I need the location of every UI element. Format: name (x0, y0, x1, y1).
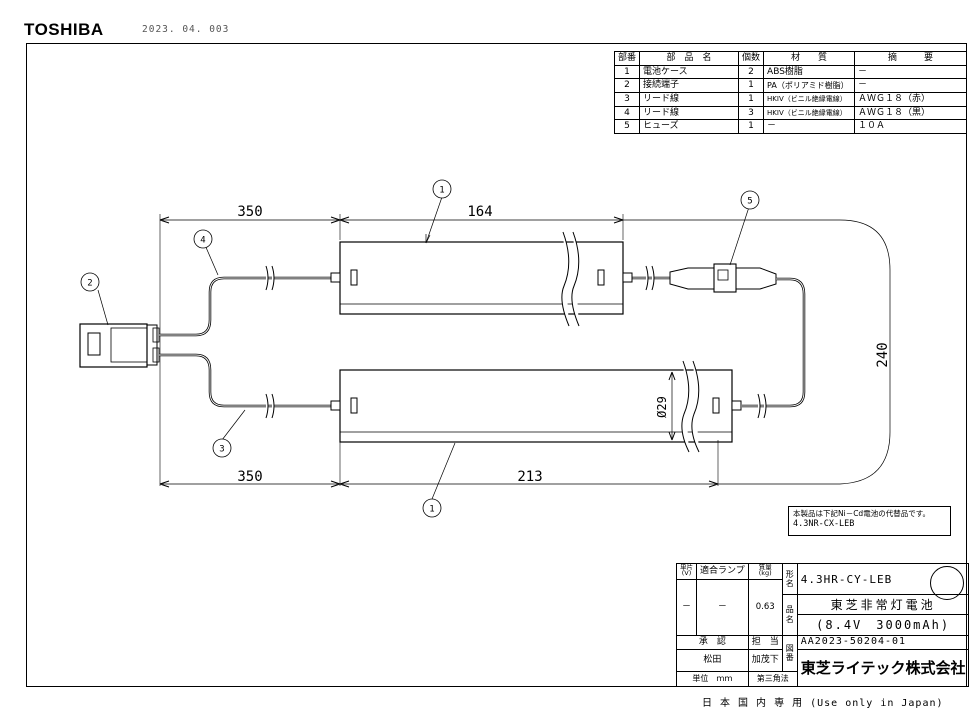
footer-note: 日 本 国 内 専 用 (Use only in Japan) (702, 698, 944, 709)
dim-diameter: Ø29 (655, 396, 669, 418)
callout-1-bottom-label: 1 (429, 505, 434, 515)
drawing-frame (26, 43, 967, 687)
drawing-number: AA2023-50204-01 (796, 634, 970, 651)
callout-1-top-label: 1 (439, 186, 444, 196)
dim-case-top: 164 (467, 204, 492, 220)
brand-logo: TOSHIBA (24, 20, 104, 39)
substitute-note: 本製品は下記Ni－Cd電池の代替品です。 4.3NR-CX-LEB (788, 506, 951, 536)
dim-case-bottom: 213 (517, 469, 542, 485)
callout-1-top (432, 179, 452, 199)
document-date: 2023. 04. 003 (142, 24, 230, 35)
callout-2 (80, 272, 100, 292)
callout-4 (193, 229, 213, 249)
product-spec: (8.4V 3000mAh) (796, 614, 970, 636)
callout-4-label: 4 (200, 236, 205, 246)
callout-3-label: 3 (219, 445, 224, 455)
parts-table: 部番 部 品 名 個数 材 質 摘 要 1 電池ケース 2 ABS樹脂 － 2 … (613, 51, 967, 135)
projection-symbol (930, 566, 964, 600)
dim-lead-bottom: 350 (237, 469, 262, 485)
dim-outline-240 (623, 219, 891, 485)
table-row: 5 ヒューズ 1 － １０Ａ (613, 119, 967, 135)
lead-wire-3 (159, 353, 334, 408)
company-name: 東芝ライテック株式会社 (796, 649, 970, 687)
connector-terminal (79, 323, 148, 368)
table-row: 1 電池ケース 2 ABS樹脂 － (613, 64, 967, 80)
callout-2-label: 2 (87, 279, 92, 289)
title-block: 単片 (V) 適合ランプ 質量 (kg) 形 名 4.3HR-CY-LEB － … (676, 562, 970, 687)
lead-wire-4 (159, 276, 334, 337)
battery-case-top (339, 241, 624, 315)
battery-case-bottom (339, 369, 733, 443)
callout-3 (212, 438, 232, 458)
callout-1-bottom (422, 498, 442, 518)
dim-lead-top: 350 (237, 204, 262, 220)
dim-height: 240 (875, 342, 891, 367)
callout-5-label: 5 (747, 197, 752, 207)
table-row: 3 リード線 1 HKIV（ビニル絶縁電線） ＡＷＧ１８（赤） (613, 92, 967, 107)
callout-5 (740, 190, 760, 210)
fuse-holder (669, 267, 715, 290)
